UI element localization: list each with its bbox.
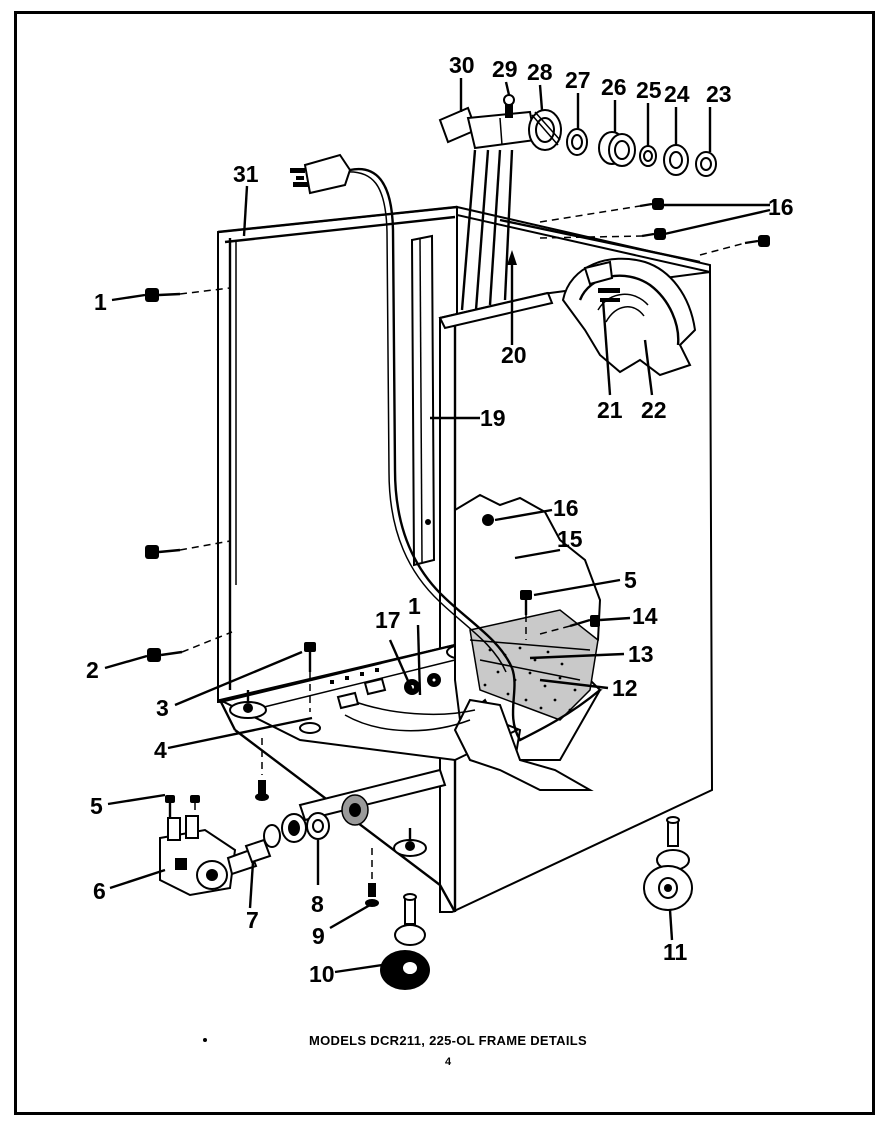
callout-14: 14 xyxy=(632,603,658,629)
callout-29: 29 xyxy=(492,56,518,82)
callout-16-top: 16 xyxy=(768,194,794,220)
callout-labels: 30 29 28 27 26 25 24 23 31 16 1 20 21 22… xyxy=(86,52,794,987)
callout-3: 3 xyxy=(156,695,169,721)
callout-9: 9 xyxy=(312,923,325,949)
callout-23: 23 xyxy=(706,81,732,107)
callout-1-top: 1 xyxy=(94,289,107,315)
callout-21: 21 xyxy=(597,397,623,423)
callout-5-right: 5 xyxy=(624,567,637,593)
callout-10: 10 xyxy=(309,961,335,987)
water-valve-assembly xyxy=(159,794,369,897)
callout-13: 13 xyxy=(628,641,654,667)
callout-30: 30 xyxy=(449,52,475,78)
page-border xyxy=(14,11,875,1115)
fasteners xyxy=(145,198,770,907)
callout-2: 2 xyxy=(86,657,99,683)
page-number: 4 xyxy=(444,1056,452,1068)
callout-11: 11 xyxy=(663,939,688,965)
callout-25: 25 xyxy=(636,77,662,103)
callout-4: 4 xyxy=(154,737,167,763)
callout-15: 15 xyxy=(557,526,583,552)
callout-22: 22 xyxy=(641,397,667,423)
callout-5-left: 5 xyxy=(90,793,103,819)
callout-7: 7 xyxy=(246,907,259,933)
callout-20: 20 xyxy=(501,342,527,368)
cutaway-regions xyxy=(453,257,697,791)
callout-16-mid: 16 xyxy=(553,495,579,521)
callout-17: 17 xyxy=(375,607,401,633)
callout-12: 12 xyxy=(612,675,638,701)
callout-leaders xyxy=(104,78,771,974)
callout-26: 26 xyxy=(601,74,627,100)
callout-28: 28 xyxy=(527,59,553,85)
callout-24: 24 xyxy=(664,81,690,107)
casters xyxy=(380,816,693,990)
callout-27: 27 xyxy=(565,67,591,93)
callout-1-mid: 1 xyxy=(408,593,421,619)
power-cord xyxy=(290,153,514,673)
callout-8: 8 xyxy=(311,891,324,917)
callout-6: 6 xyxy=(93,878,106,904)
callout-31: 31 xyxy=(233,161,259,187)
diagram-caption: MODELS DCR211, 225-OL FRAME DETAILS xyxy=(308,1033,587,1048)
callout-19: 19 xyxy=(480,405,506,431)
